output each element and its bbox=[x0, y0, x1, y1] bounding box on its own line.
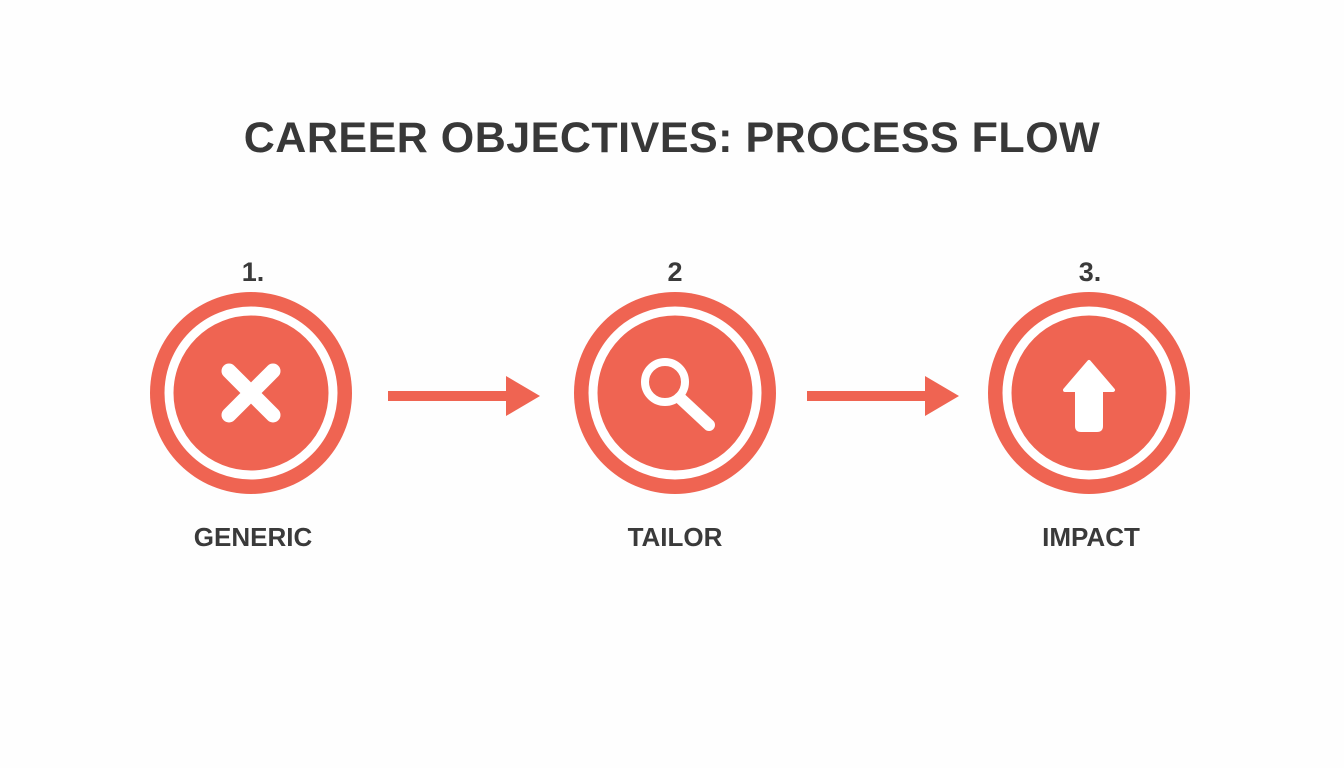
search-icon bbox=[574, 292, 776, 494]
step-3-node bbox=[988, 292, 1190, 494]
step-3-number: 3. bbox=[1078, 257, 1102, 287]
diagram-title: CAREER OBJECTIVES: PROCESS FLOW bbox=[243, 114, 1101, 162]
step-1-number: 1. bbox=[241, 257, 265, 287]
arrow-right-icon bbox=[807, 374, 959, 418]
close-icon bbox=[150, 292, 352, 494]
arrow-right-icon bbox=[388, 374, 540, 418]
arrow-up-icon bbox=[988, 292, 1190, 494]
step-2-node bbox=[574, 292, 776, 494]
step-3-label: IMPACT bbox=[1042, 522, 1140, 552]
step-2-number: 2 bbox=[667, 257, 683, 287]
step-2-label: TAILOR bbox=[627, 522, 723, 552]
step-1-node bbox=[150, 292, 352, 494]
step-1-label: GENERIC bbox=[193, 522, 313, 552]
